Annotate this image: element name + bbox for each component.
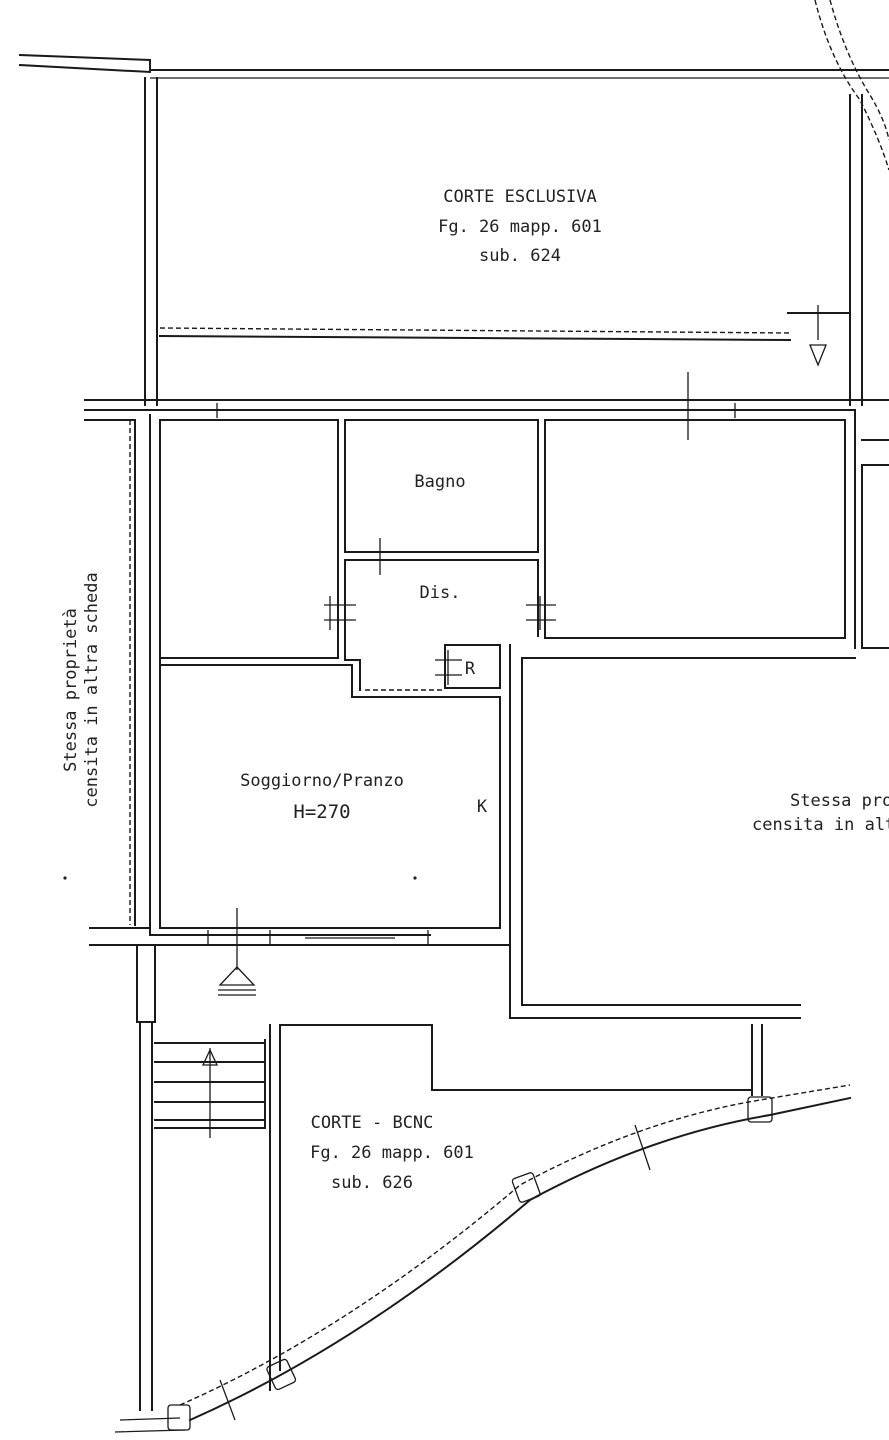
corte-bcnc-sub: sub. 626	[331, 1173, 413, 1193]
left-note-line1: Stessa proprietà	[61, 608, 81, 772]
room-height: H=270	[293, 801, 350, 823]
kitchen-mark: K	[477, 797, 488, 817]
left-note-line2: censita in altra scheda	[82, 572, 102, 807]
door-marks	[324, 538, 556, 691]
room-label-soggiorno: Soggiorno/Pranzo	[240, 771, 404, 791]
entrance-symbol	[218, 908, 256, 996]
right-note-line2: censita in altr	[752, 815, 889, 835]
r-mark: R	[465, 659, 476, 679]
dot-mark	[413, 876, 417, 880]
stairs	[139, 1021, 266, 1411]
corte-bcnc-walls	[114, 1024, 852, 1433]
corte-esclusiva-walls	[144, 77, 863, 406]
corte-bcnc-ref: Fg. 26 mapp. 601	[310, 1143, 474, 1163]
top-right-curve	[814, 0, 889, 171]
room-label-dis: Dis.	[420, 583, 461, 603]
top-boundary	[18, 53, 889, 79]
room-label-bagno: Bagno	[414, 472, 465, 492]
middle-boundary	[84, 372, 889, 440]
corte-esclusiva-sub: sub. 624	[479, 246, 561, 266]
apartment-walls	[149, 409, 889, 1019]
left-lot-line	[84, 419, 136, 926]
dot-mark-left	[63, 876, 67, 880]
left-side-note: Stessa proprietà censita in altra scheda	[61, 572, 102, 807]
right-note-line1: Stessa pro	[790, 791, 889, 811]
lower-boundary	[89, 927, 511, 1023]
corte-esclusiva-ref: Fg. 26 mapp. 601	[438, 217, 602, 237]
corte-bcnc-title: CORTE - BCNC	[311, 1113, 434, 1133]
corte-esclusiva-title: CORTE ESCLUSIVA	[443, 187, 597, 207]
